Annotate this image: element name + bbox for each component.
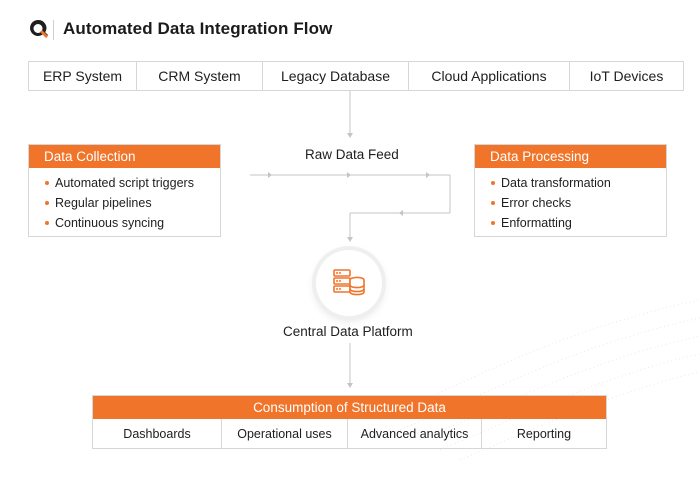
data-processing-box: Data Processing Data transformation Erro… (474, 144, 667, 237)
list-item: Continuous syncing (45, 213, 220, 233)
source-crm-system: CRM System (137, 62, 263, 90)
raw-data-feed-label: Raw Data Feed (305, 147, 399, 162)
source-erp-system: ERP System (29, 62, 137, 90)
page-title: Automated Data Integration Flow (63, 19, 333, 38)
list-item: Data transformation (491, 173, 666, 193)
central-platform-label: Central Data Platform (283, 324, 413, 339)
consumption-dashboards: Dashboards (93, 419, 222, 448)
data-collection-title: Data Collection (29, 145, 220, 168)
data-processing-title: Data Processing (475, 145, 666, 168)
decorative-wave (379, 299, 700, 461)
consumption-advanced-analytics: Advanced analytics (348, 419, 482, 448)
central-platform-badge (316, 250, 382, 316)
list-item: Regular pipelines (45, 193, 220, 213)
server-database-icon (333, 269, 365, 296)
consumption-title: Consumption of Structured Data (93, 396, 606, 419)
list-item: Enformatting (491, 213, 666, 233)
data-processing-list: Data transformation Error checks Enforma… (475, 168, 666, 236)
data-collection-list: Automated script triggers Regular pipeli… (29, 168, 220, 236)
source-cloud-applications: Cloud Applications (409, 62, 570, 90)
consumption-operational-uses: Operational uses (222, 419, 348, 448)
data-collection-box: Data Collection Automated script trigger… (28, 144, 221, 237)
brand-logo-icon (30, 19, 48, 38)
consumption-row: Dashboards Operational uses Advanced ana… (93, 419, 606, 448)
consumption-box: Consumption of Structured Data Dashboard… (92, 395, 607, 449)
data-sources-row: ERP System CRM System Legacy Database Cl… (28, 61, 684, 91)
list-item: Automated script triggers (45, 173, 220, 193)
list-item: Error checks (491, 193, 666, 213)
consumption-reporting: Reporting (516, 426, 572, 441)
title-divider (53, 20, 54, 40)
source-legacy-database: Legacy Database (263, 62, 409, 90)
source-iot-devices: IoT Devices (589, 68, 664, 84)
